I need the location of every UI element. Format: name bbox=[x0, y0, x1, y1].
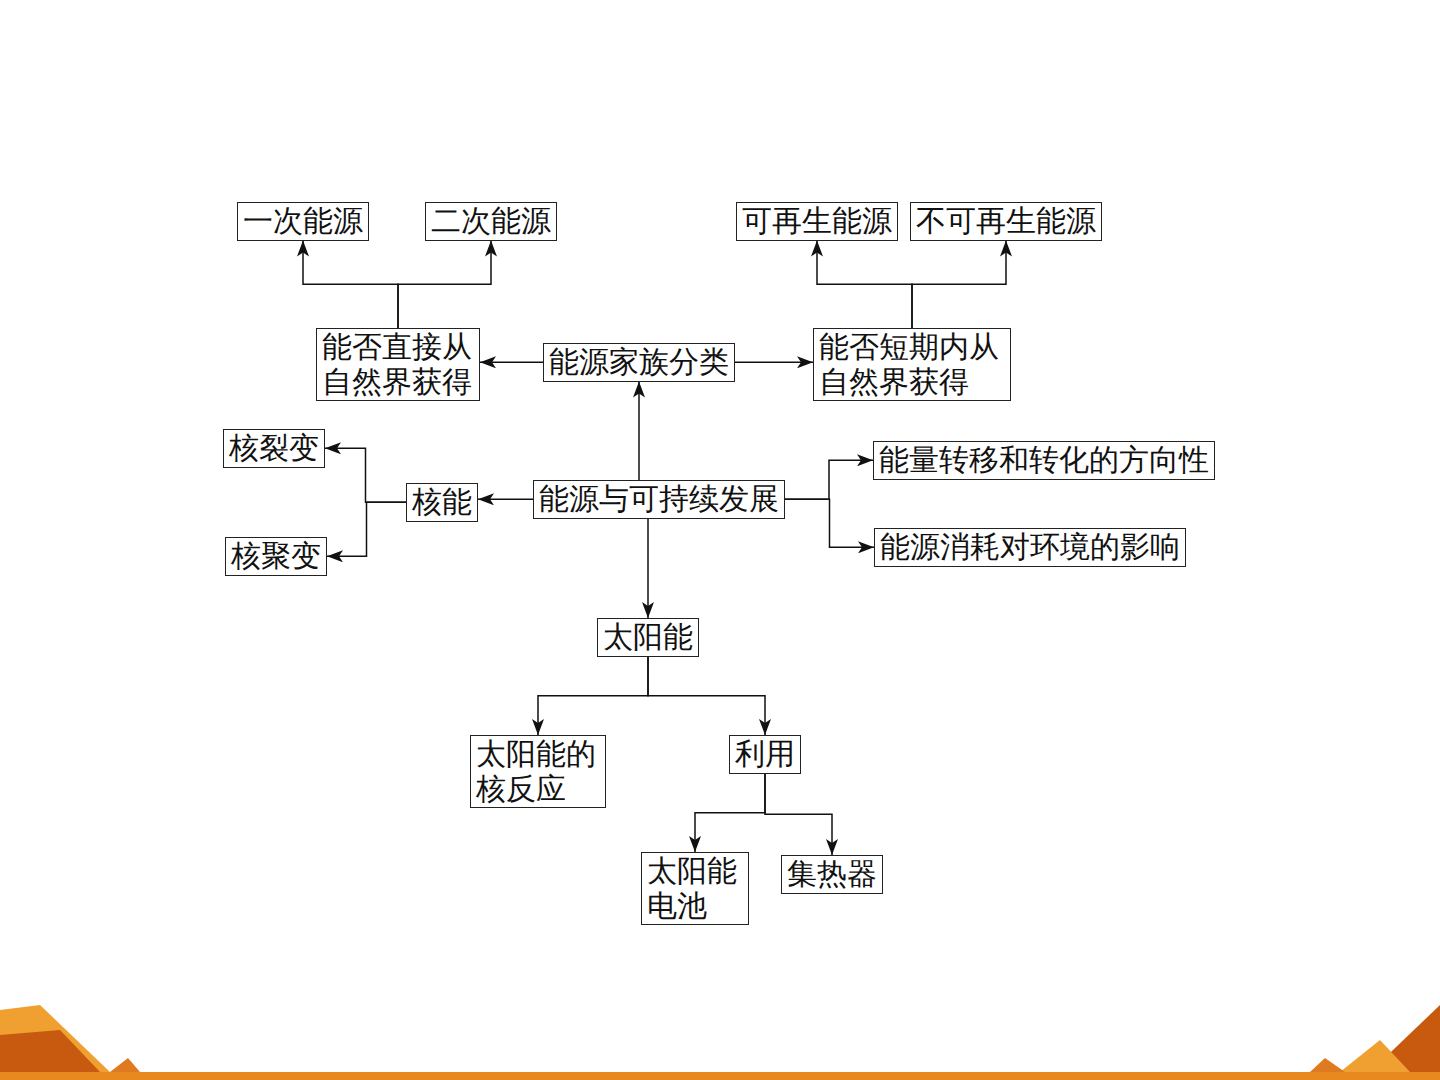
concept-box: 一次能源 bbox=[237, 202, 369, 241]
box-text: 太阳能的 核反应 bbox=[476, 737, 600, 806]
concept-box: 利用 bbox=[729, 735, 801, 774]
arrow-connector bbox=[398, 241, 491, 329]
corner-triangle bbox=[110, 1058, 140, 1072]
arrow-connector bbox=[765, 774, 832, 856]
concept-box: 能否直接从 自然界获得 bbox=[316, 328, 480, 401]
corner-triangle bbox=[1310, 1058, 1345, 1072]
box-text: 太阳能 bbox=[603, 620, 693, 655]
box-text: 不可再生能源 bbox=[916, 204, 1096, 239]
box-text: 太阳能 电池 bbox=[647, 854, 743, 923]
arrow-connector bbox=[303, 241, 398, 329]
box-text: 利用 bbox=[735, 737, 795, 772]
concept-box: 核裂变 bbox=[223, 429, 325, 468]
arrow-connector bbox=[912, 241, 1006, 329]
concept-box: 集热器 bbox=[781, 855, 883, 894]
arrow-connector bbox=[327, 502, 406, 556]
concept-box: 能量转移和转化的方向性 bbox=[873, 441, 1215, 480]
concept-box: 太阳能 电池 bbox=[641, 852, 749, 925]
concept-box: 太阳能的 核反应 bbox=[470, 735, 606, 808]
box-text: 能源家族分类 bbox=[549, 345, 729, 380]
arrow-connector bbox=[648, 657, 765, 736]
box-text: 集热器 bbox=[787, 857, 877, 892]
box-text: 核裂变 bbox=[229, 431, 319, 466]
arrow-connector bbox=[735, 362, 813, 364]
box-text: 能否短期内从 自然界获得 bbox=[819, 330, 1005, 399]
concept-box: 核能 bbox=[406, 483, 478, 522]
concept-box: 可再生能源 bbox=[736, 202, 898, 241]
box-text: 能量转移和转化的方向性 bbox=[879, 443, 1209, 478]
concept-box: 能否短期内从 自然界获得 bbox=[813, 328, 1011, 401]
concept-box: 能源家族分类 bbox=[543, 343, 735, 382]
corner-triangle bbox=[0, 1005, 110, 1072]
concept-box: 能源与可持续发展 bbox=[533, 480, 785, 519]
arrow-connector bbox=[785, 499, 874, 547]
box-text: 能源与可持续发展 bbox=[539, 482, 779, 517]
box-text: 能否直接从 自然界获得 bbox=[322, 330, 474, 399]
corner-triangle bbox=[0, 1030, 100, 1072]
box-text: 核聚变 bbox=[231, 539, 321, 574]
concept-box: 能源消耗对环境的影响 bbox=[874, 528, 1186, 567]
arrow-connector bbox=[325, 448, 406, 502]
box-text: 核能 bbox=[412, 485, 472, 520]
concept-box: 二次能源 bbox=[425, 202, 557, 241]
arrow-connector bbox=[480, 362, 543, 364]
arrow-connector bbox=[647, 519, 649, 619]
arrow-connector bbox=[817, 241, 912, 329]
concept-box: 不可再生能源 bbox=[910, 202, 1102, 241]
arrow-connector bbox=[785, 460, 873, 499]
concept-box: 太阳能 bbox=[597, 618, 699, 657]
bottom-bar bbox=[0, 1072, 1440, 1080]
corner-triangle bbox=[1340, 1040, 1410, 1072]
arrow-connector bbox=[478, 499, 533, 501]
arrow-connector bbox=[695, 774, 765, 853]
box-text: 一次能源 bbox=[243, 204, 363, 239]
concept-box: 核聚变 bbox=[225, 537, 327, 576]
box-text: 可再生能源 bbox=[742, 204, 892, 239]
arrow-connector bbox=[538, 657, 648, 736]
box-text: 二次能源 bbox=[431, 204, 551, 239]
box-text: 能源消耗对环境的影响 bbox=[880, 530, 1180, 565]
arrow-connector bbox=[638, 382, 640, 481]
